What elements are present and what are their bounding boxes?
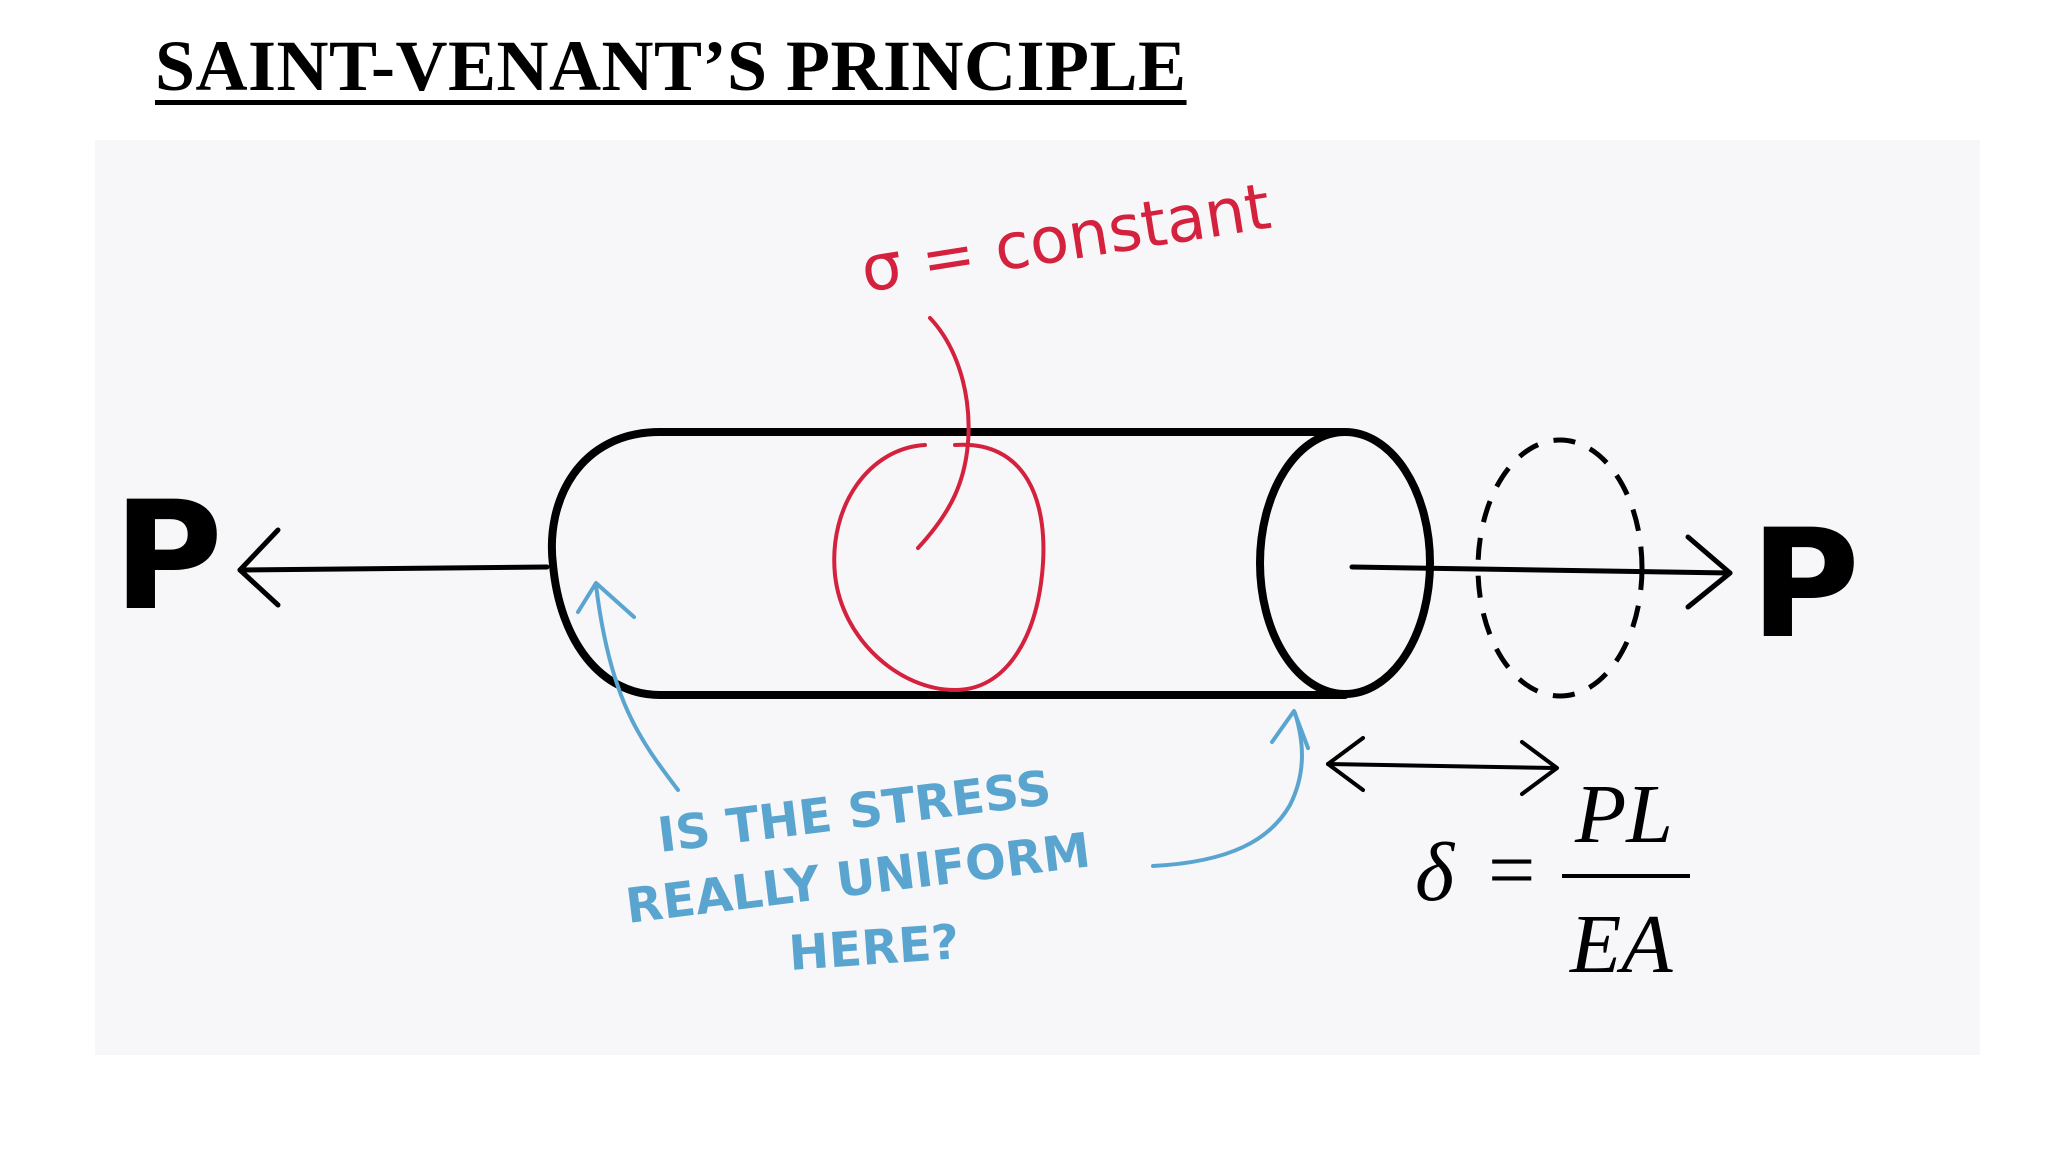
elongation-dimension-arrow xyxy=(1326,736,1559,796)
formula-symbol: δ xyxy=(1415,826,1456,919)
formula-numerator: PL xyxy=(1574,768,1673,861)
slide-title: SAINT-VENANT’S PRINCIPLE xyxy=(155,26,1187,106)
stress-section-circle xyxy=(832,442,1046,693)
formula-denominator: EA xyxy=(1569,898,1673,991)
stress-question: IS THE STRESS REALLY UNIFORM HERE? xyxy=(623,760,1094,982)
elongation-formula: δ = PL EA xyxy=(1415,768,1690,991)
right-force-arrow xyxy=(1349,534,1733,610)
formula-equals: = xyxy=(1488,824,1535,917)
deformed-end-outline xyxy=(1475,437,1645,699)
stress-leader-line xyxy=(916,316,971,550)
bar-body xyxy=(547,428,1349,699)
question-arrow-left xyxy=(576,581,680,792)
bar-diagram: P P σ = constant IS THE STRESS REALLY UN… xyxy=(95,140,1980,1055)
stress-label: σ = constant xyxy=(856,170,1276,308)
force-label-right: P xyxy=(1750,498,1860,672)
question-arrow-right xyxy=(1151,709,1310,868)
question-line-3: HERE? xyxy=(787,914,961,982)
left-force-arrow xyxy=(237,527,550,608)
bar-end-face xyxy=(1256,428,1434,698)
force-label-left: P xyxy=(113,470,223,644)
